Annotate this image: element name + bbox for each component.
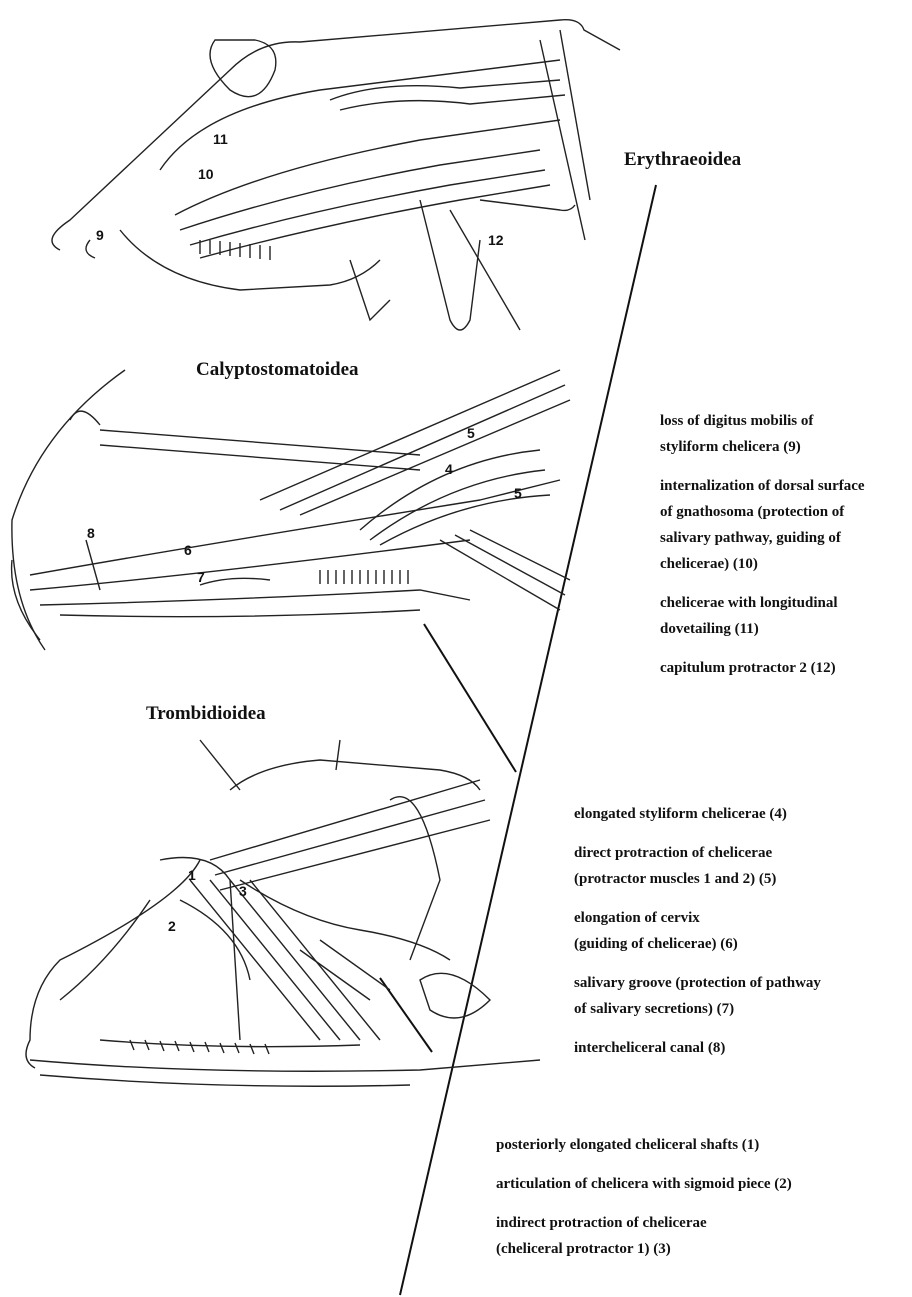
character-line: direct protraction of chelicerae [574, 840, 821, 866]
figure-number: 8 [87, 525, 95, 541]
character-line: (guiding of chelicerae) (6) [574, 931, 821, 957]
character-item: chelicerae with longitudinal dovetailing… [660, 590, 865, 642]
figure-number: 2 [168, 918, 176, 934]
cladogram-lines [380, 185, 656, 1295]
figure-number: 10 [198, 166, 214, 182]
character-item: intercheliceral canal (8) [574, 1035, 821, 1061]
character-item: loss of digitus mobilis of styliform che… [660, 408, 865, 460]
character-item: elongation of cervix (guiding of chelice… [574, 905, 821, 957]
character-item: direct protraction of chelicerae (protra… [574, 840, 821, 892]
character-item: salivary pathway, guiding of chelicerae)… [660, 525, 865, 577]
character-line: elongation of cervix [574, 905, 821, 931]
trombidioidea-drawing [26, 740, 540, 1086]
character-line: (cheliceral protractor 1) (3) [496, 1236, 792, 1262]
figure-number: 12 [488, 232, 504, 248]
character-item: internalization of dorsal surface of gna… [660, 473, 865, 525]
character-line: styliform chelicera (9) [660, 434, 865, 460]
character-line: elongated styliform chelicerae (4) [574, 801, 821, 827]
figure-number: 7 [197, 569, 205, 585]
figure-number: 6 [184, 542, 192, 558]
character-item: elongated styliform chelicerae (4) [574, 801, 821, 827]
character-item: posteriorly elongated cheliceral shafts … [496, 1132, 792, 1158]
character-line: of salivary secretions) (7) [574, 996, 821, 1022]
calyptostomatoidea-branch-line [424, 624, 516, 772]
character-item: indirect protraction of chelicerae (chel… [496, 1210, 792, 1262]
taxon-label-erythraeoidea: Erythraeoidea [624, 149, 741, 171]
character-line: (protractor muscles 1 and 2) (5) [574, 866, 821, 892]
figure-number: 5 [514, 485, 522, 501]
figure-number: 4 [445, 461, 453, 477]
taxon-label-trombidioidea: Trombidioidea [146, 703, 266, 725]
character-line: posteriorly elongated cheliceral shafts … [496, 1132, 792, 1158]
figure-number: 11 [213, 131, 228, 147]
character-line: capitulum protractor 2 (12) [660, 655, 865, 681]
character-line: salivary groove (protection of pathway [574, 970, 821, 996]
figure-number: 3 [239, 883, 247, 899]
character-line: chelicerae with longitudinal [660, 590, 865, 616]
erythraeoidea-characters: loss of digitus mobilis of styliform che… [660, 408, 865, 694]
figure-number: 1 [188, 867, 196, 883]
character-line: indirect protraction of chelicerae [496, 1210, 792, 1236]
taxon-label-calyptostomatoidea: Calyptostomatoidea [196, 359, 359, 381]
trombidioidea-characters: posteriorly elongated cheliceral shafts … [496, 1132, 792, 1275]
character-item: capitulum protractor 2 (12) [660, 655, 865, 681]
figure-number: 5 [467, 425, 475, 441]
erythraeoidea-drawing [52, 20, 620, 330]
calyptostomatoidea-characters: elongated styliform chelicerae (4) direc… [574, 801, 821, 1074]
character-line: chelicerae) (10) [660, 551, 865, 577]
character-line: dovetailing (11) [660, 616, 865, 642]
character-line: articulation of chelicera with sigmoid p… [496, 1171, 792, 1197]
character-line: loss of digitus mobilis of [660, 408, 865, 434]
character-line: salivary pathway, guiding of [660, 525, 865, 551]
calyptostomatoidea-drawing [12, 370, 570, 650]
character-line: internalization of dorsal surface [660, 473, 865, 499]
character-item: articulation of chelicera with sigmoid p… [496, 1171, 792, 1197]
character-item: salivary groove (protection of pathway o… [574, 970, 821, 1022]
figure-number: 9 [96, 227, 104, 243]
character-line: of gnathosoma (protection of [660, 499, 865, 525]
main-trunk-line [400, 185, 656, 1295]
character-line: intercheliceral canal (8) [574, 1035, 821, 1061]
